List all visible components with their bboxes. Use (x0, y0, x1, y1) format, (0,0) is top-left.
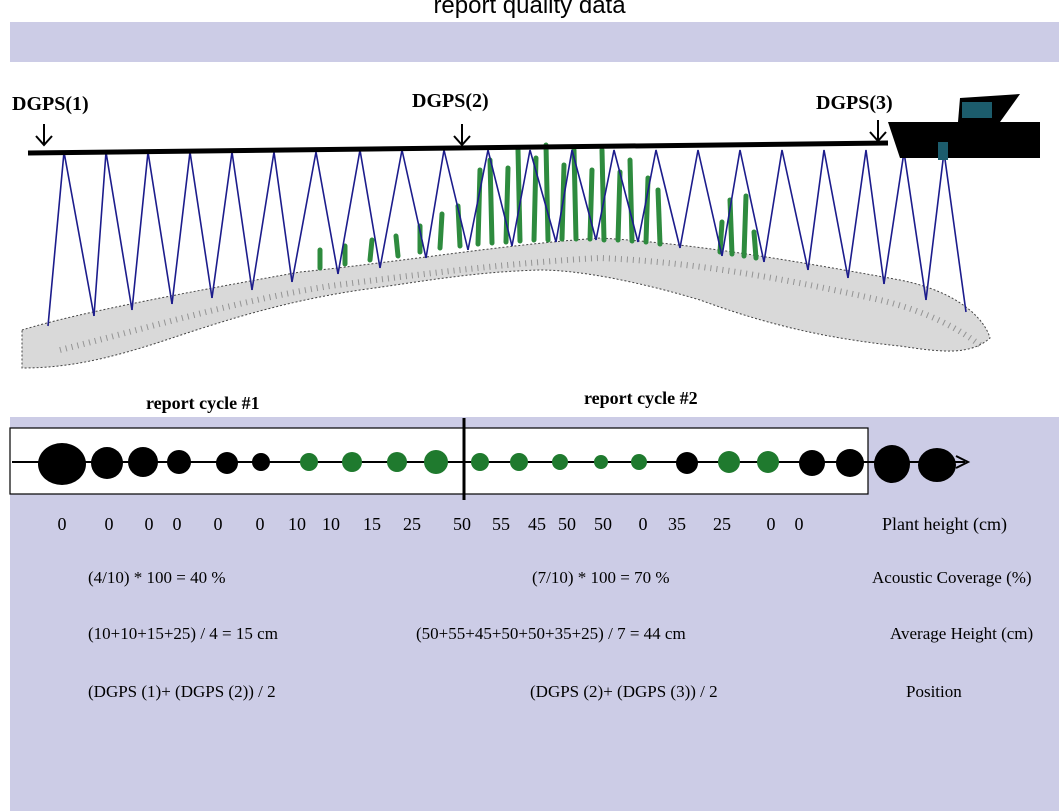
cycle1-coverage: (4/10) * 100 = 40 % (88, 568, 226, 587)
sample-dots (38, 443, 956, 485)
sample-dot (38, 443, 86, 485)
avg-height-label: Average Height (cm) (890, 624, 1034, 643)
sample-dot (387, 452, 407, 472)
sample-dot (757, 451, 779, 473)
sample-dot (424, 450, 448, 474)
plant-height-value: 0 (172, 514, 182, 534)
sample-dot (718, 451, 740, 473)
plant-height-label: Plant height (cm) (882, 514, 1007, 534)
plant-height-value: 15 (363, 514, 381, 534)
boat-icon (888, 94, 1040, 160)
plant-height-value: 0 (144, 514, 154, 534)
plant-height-value: 0 (213, 514, 223, 534)
cycle2-avg-height: (50+55+45+50+50+35+25) / 7 = 44 cm (416, 624, 686, 643)
report-cycle-2-label: report cycle #2 (584, 388, 698, 408)
plant-height-value: 0 (638, 514, 648, 534)
coverage-label: Acoustic Coverage (%) (872, 568, 1032, 587)
dgps-label-3: DGPS(3) (816, 92, 893, 114)
sample-dot (594, 455, 608, 469)
plant-height-value: 10 (322, 514, 340, 534)
cycle2-position: (DGPS (2)+ (DGPS (3)) / 2 (530, 682, 718, 701)
plant-height-value: 0 (104, 514, 114, 534)
sample-dot (676, 452, 698, 474)
sonar-beams (47, 149, 967, 327)
sample-dot (128, 447, 158, 477)
timeline-arrowhead (955, 455, 971, 469)
dgps-arrows (35, 120, 887, 147)
seabed (21, 237, 991, 369)
plant-height-value: 25 (403, 514, 421, 534)
plant-height-value: 0 (57, 514, 67, 534)
cycle1-avg-height: (10+10+15+25) / 4 = 15 cm (88, 624, 278, 643)
survey-line (27, 140, 889, 156)
plant-height-value: 50 (558, 514, 576, 534)
sample-dot (918, 448, 956, 482)
cycle2-coverage: (7/10) * 100 = 70 % (532, 568, 670, 587)
sample-dot (799, 450, 825, 476)
plant-height-value: 50 (453, 514, 471, 534)
plant-height-value: 35 (668, 514, 686, 534)
sample-dot (91, 447, 123, 479)
plant-height-value: 10 (288, 514, 306, 534)
plant-height-value: 0 (794, 514, 804, 534)
report-cycle-1-label: report cycle #1 (146, 393, 260, 413)
sample-dot (471, 453, 489, 471)
sample-dot (552, 454, 568, 470)
sample-dot (510, 453, 528, 471)
plant-height-value: 45 (528, 514, 546, 534)
plant-height-value: 0 (255, 514, 265, 534)
sample-dot (836, 449, 864, 477)
sample-dot (167, 450, 191, 474)
plant-height-value: 25 (713, 514, 731, 534)
sample-dot (342, 452, 362, 472)
dgps-label-1: DGPS(1) (12, 93, 89, 115)
dgps-label-2: DGPS(2) (412, 90, 489, 112)
plant-height-value: 0 (766, 514, 776, 534)
title-strip: report quality data (0, 0, 1059, 22)
sample-dot (252, 453, 270, 471)
diagram-title: report quality data (433, 0, 626, 19)
plant-height-value: 55 (492, 514, 510, 534)
cycle1-position: (DGPS (1)+ (DGPS (2)) / 2 (88, 682, 276, 701)
sample-dot (216, 452, 238, 474)
sample-dot (631, 454, 647, 470)
plant-height-value: 50 (594, 514, 612, 534)
sample-dot (874, 445, 910, 483)
sample-dot (300, 453, 318, 471)
position-label: Position (906, 682, 962, 701)
scene-background (0, 62, 1059, 417)
